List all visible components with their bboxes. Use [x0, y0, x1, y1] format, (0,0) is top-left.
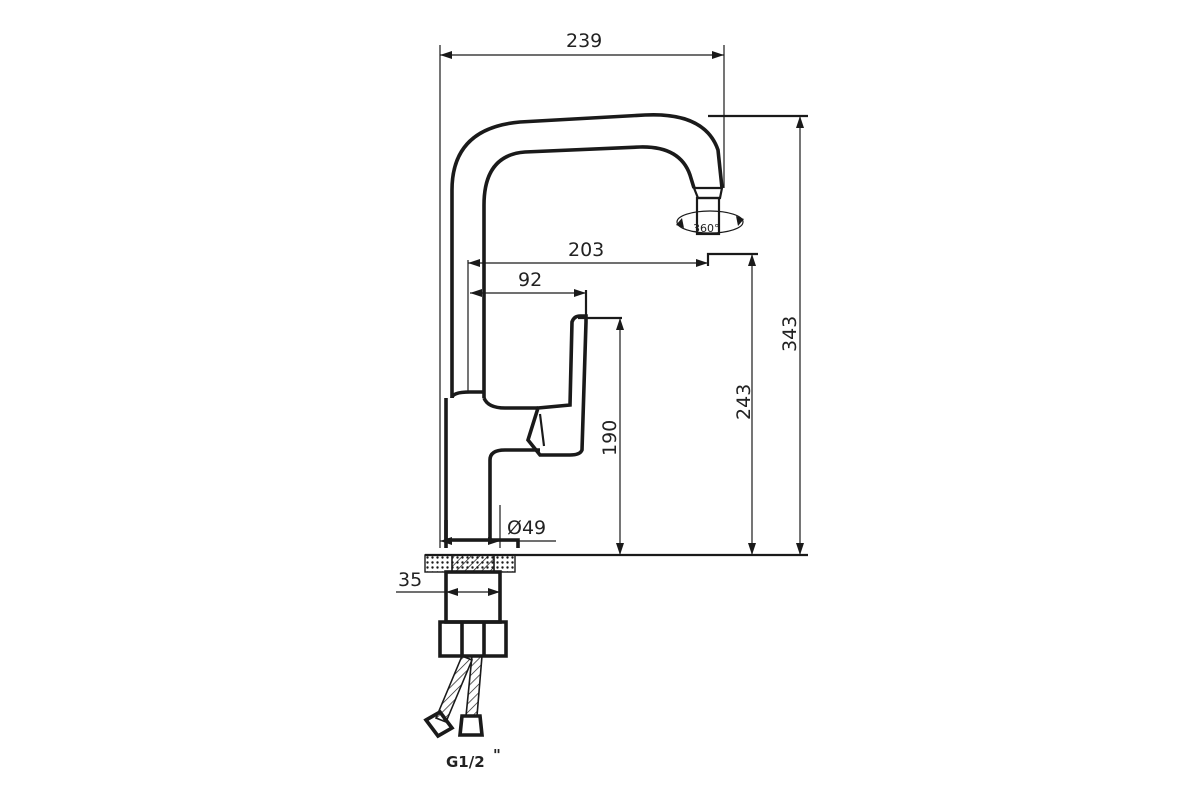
dim-handle-offset-label: 92 — [518, 269, 542, 291]
dim-spout-reach-label: 203 — [568, 239, 604, 261]
rotation-arrowhead — [676, 218, 684, 228]
dim-base-diameter-label: Ø49 — [507, 517, 546, 539]
dim-handle-offset: 92 — [470, 269, 588, 316]
dim-spout-height: 243 — [733, 254, 756, 555]
dim-shank-diameter: 35 — [396, 569, 500, 596]
shank-thread — [451, 554, 495, 573]
shank-tube — [444, 570, 502, 624]
spout-outer-contour — [450, 113, 724, 398]
body-front — [450, 390, 484, 399]
countertop — [424, 553, 808, 573]
dim-spout-reach: 203 — [467, 239, 758, 392]
aerator-nozzle — [695, 196, 721, 236]
spout-inner-contour — [482, 145, 696, 398]
shank-assembly: G1/2 " — [423, 570, 508, 771]
rotation-label: 360° — [693, 222, 720, 235]
dim-overall-width: 239 — [439, 30, 725, 548]
dim-handle-height: 190 — [578, 316, 624, 555]
lever-handle — [525, 314, 588, 457]
rotation-arrowhead-2 — [736, 216, 744, 226]
dim-base-diameter: Ø49 — [440, 505, 556, 548]
thread-label: G1/2 — [446, 753, 485, 771]
hose-right-connector — [458, 714, 484, 737]
dim-overall-height: 343 — [708, 114, 808, 555]
lever-inner — [538, 413, 546, 447]
faucet-body: 360° — [444, 113, 744, 548]
body-lower-contour — [444, 448, 540, 548]
rotation-ellipse — [676, 210, 744, 234]
main-body — [444, 398, 520, 548]
dim-overall-width-label: 239 — [566, 30, 602, 52]
dim-shank-diameter-label: 35 — [398, 569, 422, 591]
thread-mark: " — [493, 746, 501, 764]
dim-spout-height-label: 243 — [733, 384, 755, 420]
body-top — [482, 397, 538, 410]
hose-left-connector — [423, 709, 455, 739]
dim-handle-height-label: 190 — [599, 420, 621, 456]
dim-overall-height-label: 343 — [779, 316, 801, 352]
mounting-nut — [438, 620, 508, 658]
aerator — [692, 186, 724, 200]
